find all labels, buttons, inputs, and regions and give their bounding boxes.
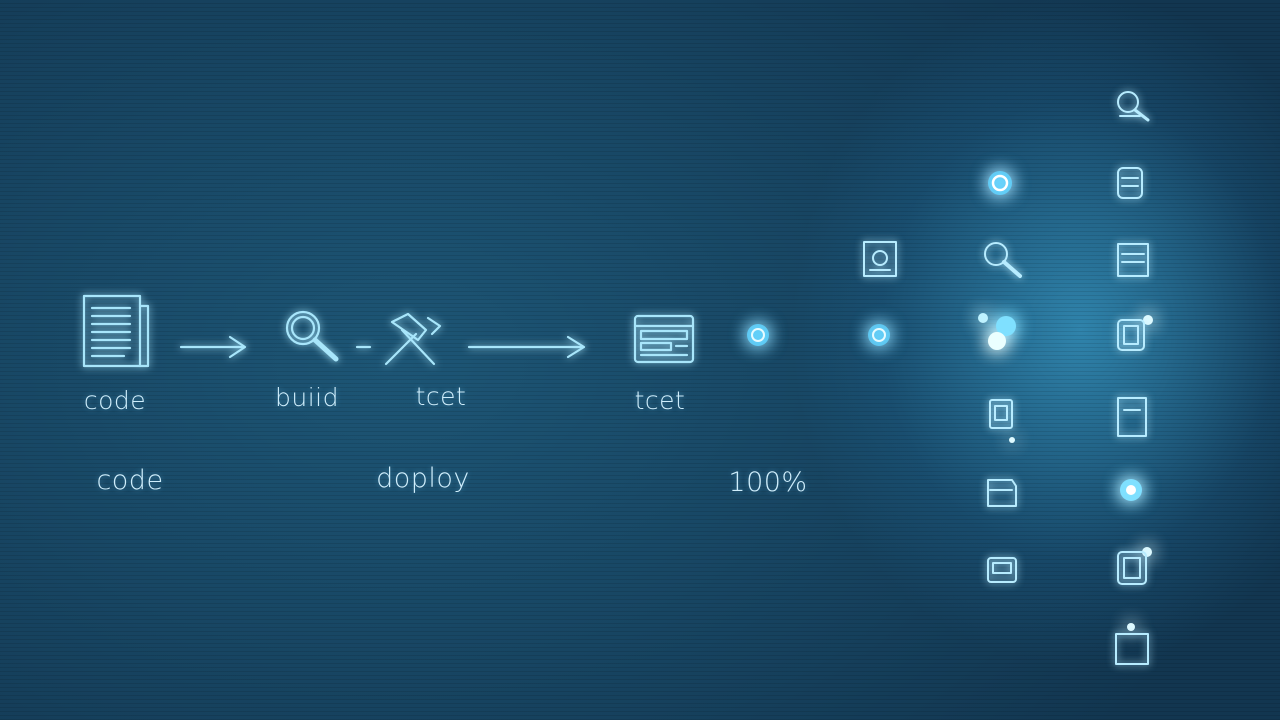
step-label-test: tcet	[415, 382, 467, 411]
glow-dot	[1127, 623, 1135, 631]
cpu-icon	[1117, 551, 1147, 585]
progress-percent: 100%	[728, 467, 808, 498]
storage-icon	[987, 557, 1017, 583]
glow-dot	[1142, 547, 1152, 557]
glow-dot	[1009, 437, 1015, 443]
glow-node-icon	[1120, 479, 1142, 501]
chip-icon	[1117, 319, 1145, 351]
arrow-right-icon	[467, 335, 586, 359]
file-cabinet-icon	[1117, 243, 1149, 277]
arrow-right-icon	[179, 335, 247, 359]
glow-dot	[1143, 315, 1153, 325]
glow-node-icon	[868, 324, 890, 346]
glow-cluster-icon	[978, 313, 1016, 350]
glow-node-icon	[747, 324, 769, 346]
step-label-code: code	[83, 386, 147, 415]
box-icon	[1115, 633, 1149, 665]
hammer-wrench-icon	[384, 312, 442, 366]
document-icon	[82, 294, 150, 368]
panel-icon	[1117, 397, 1147, 437]
glow-node-icon	[988, 171, 1012, 195]
search-icon	[984, 242, 1022, 278]
step-label-test-2: tcet	[634, 386, 686, 415]
server-icon	[1117, 167, 1143, 199]
stage-label-deploy: doploy	[376, 463, 470, 494]
magnifier-icon	[285, 310, 339, 362]
stage-label-code: code	[96, 465, 164, 496]
test-window-icon	[633, 314, 695, 364]
scanner-icon	[863, 241, 897, 277]
device-icon	[989, 399, 1013, 429]
magnifier-lab-icon	[1117, 91, 1150, 122]
folder-icon	[987, 479, 1017, 507]
step-label-build: buiid	[275, 383, 339, 412]
